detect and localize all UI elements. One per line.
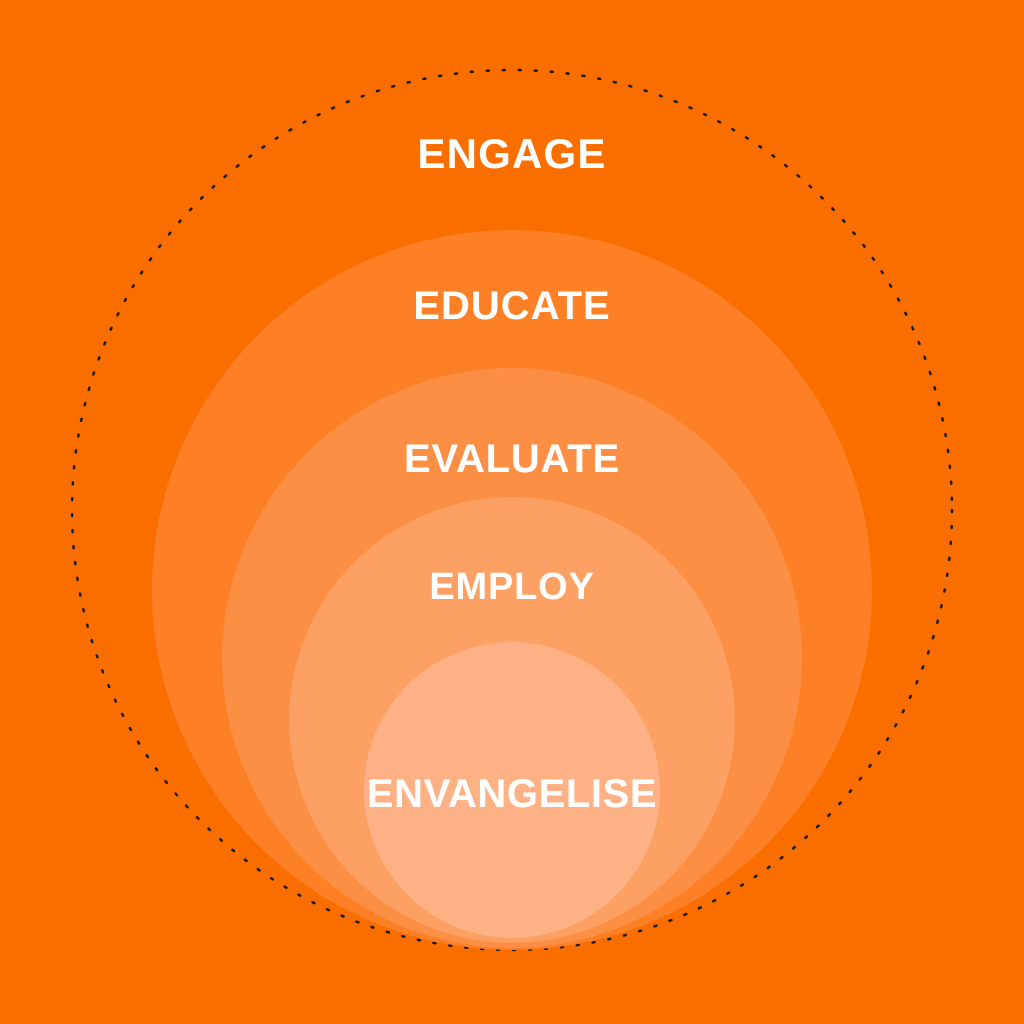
ring-label-educate: EDUCATE — [413, 284, 611, 329]
ring-circle-envangelise[interactable] — [364, 642, 660, 938]
ring-label-engage: ENGAGE — [417, 130, 607, 178]
ring-label-envangelise: ENVANGELISE — [366, 772, 658, 817]
ring-label-evaluate: EVALUATE — [403, 437, 621, 482]
ring-label-employ: EMPLOY — [429, 566, 595, 609]
